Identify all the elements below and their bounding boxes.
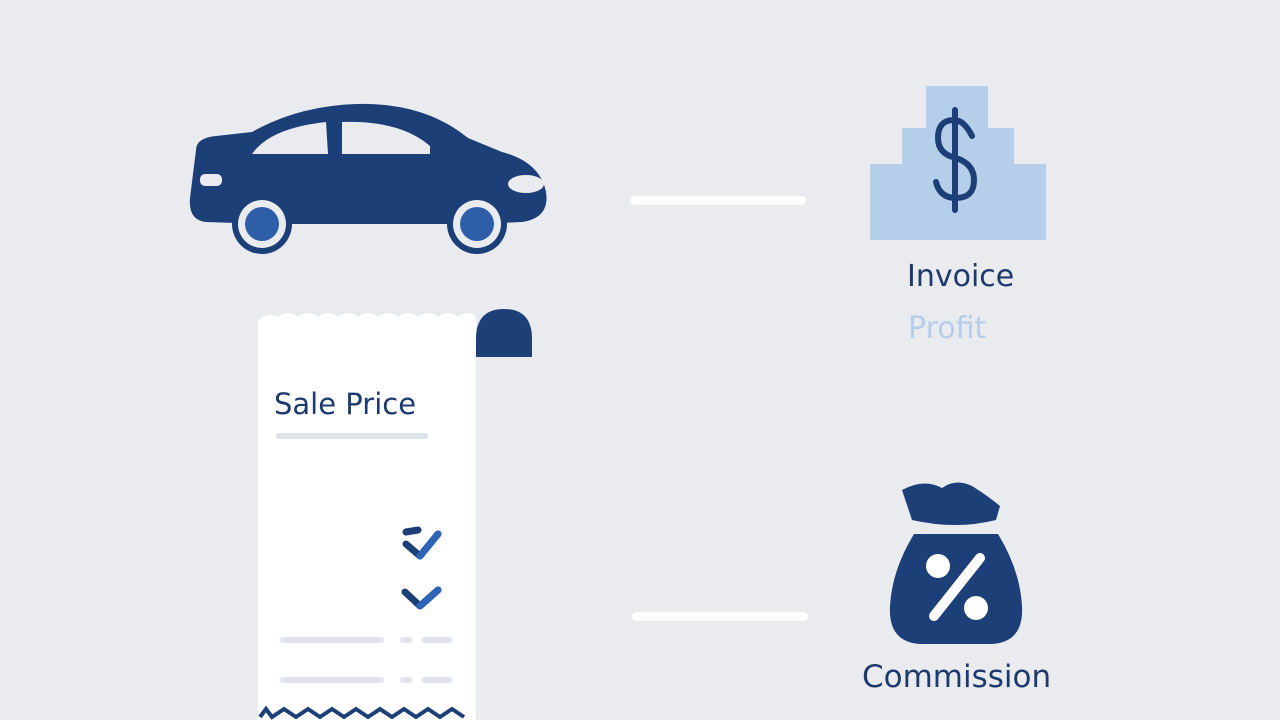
- dollar-stack-icon: [870, 86, 1046, 240]
- receipt-paper: [258, 309, 532, 720]
- commission-label: Commission: [862, 659, 1052, 695]
- connector-line-bottom: [632, 612, 808, 621]
- profit-label: Profit: [908, 311, 987, 346]
- car-icon: [189, 103, 547, 254]
- invoice-label: Invoice: [907, 259, 1015, 294]
- percent-money-bag-icon: [889, 482, 1023, 644]
- connector-line-top: [630, 196, 806, 205]
- checkmark-icon: [402, 526, 442, 560]
- sale-price-label: Sale Price: [274, 387, 417, 421]
- checkmark-icon: [401, 586, 442, 610]
